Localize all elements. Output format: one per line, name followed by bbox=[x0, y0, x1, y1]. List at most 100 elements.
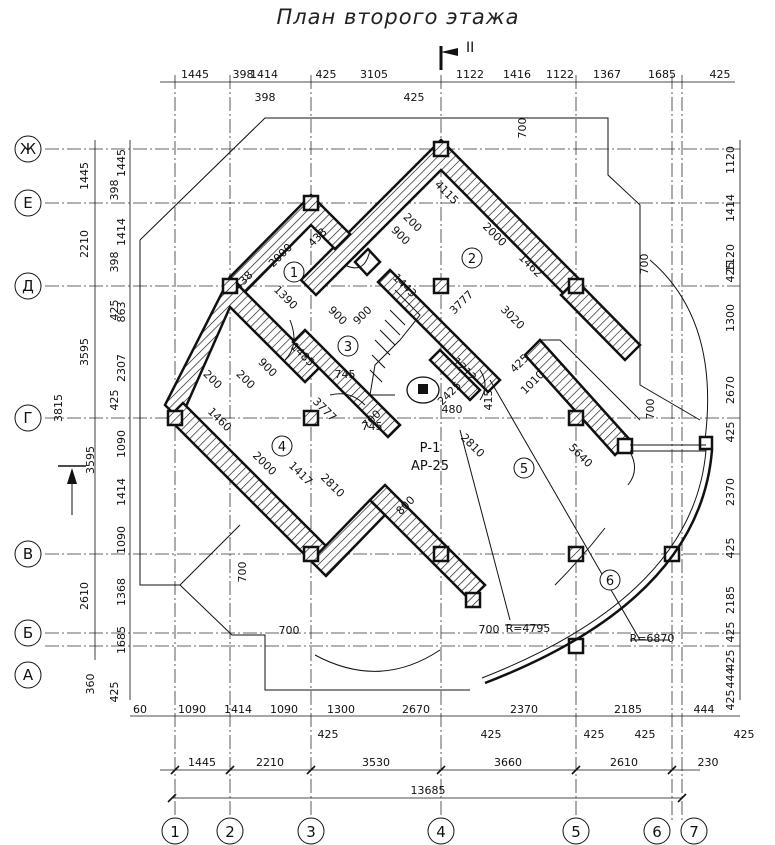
dim-right: 425 bbox=[724, 690, 737, 711]
room-number: 6 bbox=[606, 574, 614, 589]
axis-label-row: В bbox=[23, 545, 33, 563]
dim-left: 1685 bbox=[115, 626, 128, 654]
room-marker bbox=[271, 435, 293, 457]
dim-bottom: 425 bbox=[318, 728, 339, 741]
riser-label: Р-1 bbox=[420, 441, 441, 456]
dim-left: 1414 bbox=[115, 478, 128, 506]
interior-dim: 5640 bbox=[566, 441, 595, 470]
axis-label-row: Д bbox=[22, 277, 34, 295]
interior-dim: 700 bbox=[279, 624, 300, 637]
room-number: 4 bbox=[278, 440, 286, 455]
axis-label-row: Е bbox=[23, 194, 32, 212]
interior-dim: 1390 bbox=[271, 283, 300, 312]
dim-left: 1445 bbox=[115, 149, 128, 177]
section-mark: II bbox=[439, 40, 474, 70]
dim-bottom: 3660 bbox=[494, 756, 522, 769]
interior-dim: 745 bbox=[335, 368, 356, 381]
dim-top: 398 bbox=[233, 68, 254, 81]
dim-left: 2610 bbox=[78, 582, 91, 610]
interior-dim: 700 bbox=[644, 399, 657, 420]
direction-arrow-icon bbox=[67, 468, 77, 484]
dim-bottom: 230 bbox=[698, 756, 719, 769]
dim-left: 2307 bbox=[115, 354, 128, 382]
interior-dim: 745 bbox=[362, 420, 383, 433]
axis-label-row: А bbox=[23, 666, 34, 684]
axis-bubble-row bbox=[14, 404, 42, 432]
axis-label-col: 7 bbox=[689, 823, 699, 841]
dim-bottom: 1414 bbox=[224, 703, 252, 716]
interior-dim: 3777 bbox=[447, 288, 476, 317]
axis-bubble-col bbox=[216, 817, 244, 845]
room-marker bbox=[461, 247, 483, 269]
axis-label-row: Ж bbox=[20, 140, 36, 158]
dim-right: 2370 bbox=[724, 478, 737, 506]
axis-label-col: 4 bbox=[436, 823, 446, 841]
dim-left: 398 bbox=[108, 180, 121, 201]
dim-top: 3105 bbox=[360, 68, 388, 81]
door-swings bbox=[284, 249, 486, 406]
axis-label-col: 1 bbox=[170, 823, 180, 841]
dim-bottom: 2185 bbox=[614, 703, 642, 716]
dim-total: 13685 bbox=[411, 784, 446, 797]
interior-dim: 2810 bbox=[318, 471, 347, 500]
axis-bubble-row bbox=[14, 272, 42, 300]
dim-bottom: 3530 bbox=[362, 756, 390, 769]
axis-label-col: 5 bbox=[571, 823, 581, 841]
dim-top: 1367 bbox=[593, 68, 621, 81]
interior-dim: 415 bbox=[482, 390, 495, 411]
axis-bubble-row bbox=[14, 189, 42, 217]
dim-bottom: 425 bbox=[584, 728, 605, 741]
interior-dim: 700 bbox=[479, 623, 500, 636]
dim-bottom: 2670 bbox=[402, 703, 430, 716]
axis-label-row: Г bbox=[23, 409, 32, 427]
dim-bottom: 1300 bbox=[327, 703, 355, 716]
room-number: 2 bbox=[468, 252, 476, 267]
axis-bubble-col bbox=[297, 817, 325, 845]
dim-right: 1120 bbox=[724, 146, 737, 174]
axis-bubble-row bbox=[14, 135, 42, 163]
dim-right: 1120 bbox=[724, 244, 737, 272]
dim-bottom: 425 bbox=[734, 728, 755, 741]
dim-left: 863 bbox=[115, 302, 128, 323]
dim-left: 425 bbox=[108, 682, 121, 703]
dim-bottom: 60 bbox=[133, 703, 147, 716]
dim-top: 1122 bbox=[456, 68, 484, 81]
columns bbox=[166, 140, 714, 655]
radius-leaders bbox=[459, 379, 670, 641]
interior-dim: 700 bbox=[236, 562, 249, 583]
dim-left: 3595 bbox=[78, 338, 91, 366]
dim-bottom: 1445 bbox=[188, 756, 216, 769]
dim-right: 425 bbox=[724, 622, 737, 643]
axis-label-col: 6 bbox=[652, 823, 662, 841]
dim-top: 1414 bbox=[250, 68, 278, 81]
dim-right: 2185 bbox=[724, 586, 737, 614]
dim-right: 1300 bbox=[724, 304, 737, 332]
dim-bottom: 2370 bbox=[510, 703, 538, 716]
room-number: 3 bbox=[344, 340, 352, 355]
staircase bbox=[369, 289, 440, 404]
curved-glazing bbox=[481, 444, 714, 685]
dim-bottom: 1090 bbox=[178, 703, 206, 716]
dim-left: 360 bbox=[84, 674, 97, 695]
dim-left: 1414 bbox=[115, 218, 128, 246]
dim-top: 425 bbox=[404, 91, 425, 104]
dim-right: 425 bbox=[724, 538, 737, 559]
dim-right: 425 bbox=[724, 422, 737, 443]
dim-bottom: 425 bbox=[635, 728, 656, 741]
axis-bubble-col bbox=[680, 817, 708, 845]
interior-dim: 200 bbox=[233, 368, 257, 392]
axis-bubble-row bbox=[14, 619, 42, 647]
axis-bubble-col bbox=[643, 817, 671, 845]
dim-right: 1414 bbox=[724, 194, 737, 222]
dim-bottom: 425 bbox=[481, 728, 502, 741]
radius-label-1: R=4795 bbox=[506, 622, 551, 635]
dim-left: 425 bbox=[108, 300, 121, 321]
interior-dim: 900 bbox=[255, 356, 279, 380]
room-marker bbox=[337, 335, 359, 357]
interior-dim: 900 bbox=[351, 304, 375, 328]
interior-dim: 2810 bbox=[458, 431, 487, 460]
room-marker bbox=[283, 261, 305, 283]
dim-right: 2670 bbox=[724, 376, 737, 404]
